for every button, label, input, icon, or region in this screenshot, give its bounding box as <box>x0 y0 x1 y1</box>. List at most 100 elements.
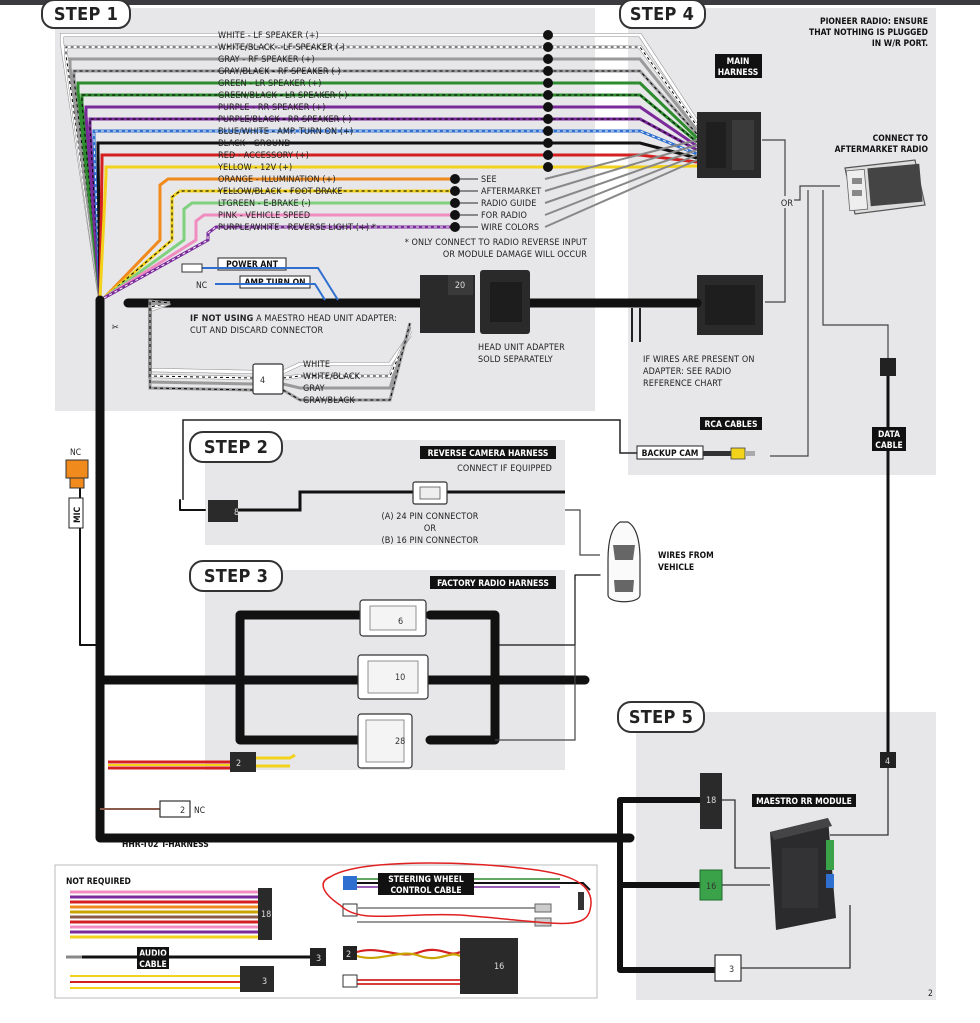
connector-6: 6 <box>359 599 427 637</box>
pioneer-note-line1: PIONEER RADIO: ENSURE <box>820 17 928 27</box>
svg-text:STEP 3: STEP 3 <box>204 566 268 587</box>
top-strip <box>0 0 980 5</box>
module-wires <box>722 768 889 969</box>
step1-badge: STEP 1 <box>41 0 131 29</box>
amp-turn-on-label: AMP TURN ON <box>239 275 311 289</box>
gray-connector-wire <box>460 139 698 180</box>
wire-end-dot <box>450 174 460 184</box>
wire-label: PURPLE/WHITE - REVERSE LIGHT (+) * <box>218 223 376 233</box>
data-cable-label: DATA CABLE <box>872 427 906 451</box>
speaker-wire <box>68 57 699 299</box>
wire-label: PURPLE/BLACK - RR SPEAKER (-) <box>218 115 352 125</box>
vehicle-label-line1: WIRES FROM <box>658 551 714 561</box>
step3-badge: STEP 3 <box>189 560 283 592</box>
svg-text:2: 2 <box>236 759 241 769</box>
svg-text:MAIN: MAIN <box>727 57 750 67</box>
wire-end-dot <box>543 162 553 172</box>
wire-label: GREEN/BLACK - LR SPEAKER (-) <box>218 91 348 101</box>
main-harness-label: MAIN HARNESS <box>715 54 762 78</box>
factory-radio-title: FACTORY RADIO HARNESS <box>430 576 556 589</box>
wire-label: WHITE/BLACK - LF SPEAKER (-) <box>218 43 345 53</box>
maestro-module <box>770 818 836 930</box>
reverse-camera-subtitle: CONNECT IF EQUIPPED <box>457 464 552 474</box>
reverse-camera-title: REVERSE CAMERA HARNESS <box>420 446 556 459</box>
wire-label: GREEN - LR SPEAKER (+) <box>218 79 322 89</box>
connector-16-not-required: 16 <box>460 938 518 994</box>
nc-label: NC <box>196 281 207 291</box>
step3-to-vehicle-line <box>495 580 576 741</box>
wire-label: YELLOW - 12V (+) <box>217 163 292 173</box>
svg-text:18: 18 <box>706 796 716 806</box>
rca-wire <box>282 322 412 402</box>
svg-text:CONTROL CABLE: CONTROL CABLE <box>390 886 461 896</box>
head-unit-adapter-line1: HEAD UNIT ADAPTER <box>478 343 565 353</box>
mic-connector <box>65 459 89 489</box>
or-bracket <box>762 139 786 303</box>
head-unit-adapter-line2: SOLD SEPARATELY <box>478 355 553 365</box>
or-label: OR <box>781 199 793 209</box>
other-wire-stripe <box>103 226 455 299</box>
rca-wire-label: WHITE <box>303 360 330 370</box>
speaker-wire <box>72 69 699 299</box>
see-guide-note: SEE <box>481 175 497 185</box>
svg-text:POWER ANT: POWER ANT <box>226 260 279 270</box>
twisted-red <box>356 948 461 956</box>
svg-text:RCA CABLES: RCA CABLES <box>704 420 757 430</box>
reverse-note-line2: OR MODULE DAMAGE WILL OCCUR <box>443 250 587 260</box>
speaker-wire-stripe <box>65 46 698 299</box>
not-required-wires <box>70 890 258 939</box>
svg-text:CABLE: CABLE <box>875 441 902 451</box>
speaker-wire <box>96 141 698 299</box>
connector-2-power: 2 <box>230 752 256 772</box>
scissors-icon: ✂ <box>112 323 119 333</box>
svg-text:3: 3 <box>729 965 734 975</box>
page-number: 2 <box>928 989 933 999</box>
wire-end-dot <box>543 138 553 148</box>
wire-end-dot <box>543 30 553 40</box>
connector-8: 8 <box>208 500 239 522</box>
other-wire-group <box>102 139 698 300</box>
wire-end-dot <box>450 210 460 220</box>
red-power-wire <box>108 760 230 770</box>
other-wire-stripe <box>103 190 455 299</box>
rca-wire-label: WHITE/BLACK <box>303 372 361 382</box>
wire-end-dot <box>543 90 553 100</box>
nc-mic-label: NC <box>70 448 81 458</box>
t-harness-cables <box>79 295 718 973</box>
svg-text:28: 28 <box>395 737 405 747</box>
gray-connector-wire <box>460 159 698 228</box>
step2-badge: STEP 2 <box>189 431 283 463</box>
connector-3-small: 3 <box>240 966 274 992</box>
vehicle-icon <box>607 521 641 603</box>
other-wire <box>103 213 455 300</box>
wire-label: GRAY - RF SPEAKER (+) <box>218 55 315 65</box>
twisted-yellow <box>356 952 461 960</box>
reverse-camera-wire <box>238 490 565 512</box>
plug-white-small <box>342 974 358 988</box>
backup-cam-wire <box>182 419 637 500</box>
gray-connector-wire <box>460 149 698 204</box>
backup-cam-label: BACKUP CAM <box>636 445 704 460</box>
svg-text:6: 6 <box>398 617 403 627</box>
speaker-wire-stripe <box>81 94 698 299</box>
gray-connector-wire <box>460 144 698 192</box>
connector-3-audio: 3 <box>310 948 326 966</box>
nc-connector-label: NC <box>194 806 205 816</box>
pin-option-or: OR <box>424 524 436 534</box>
step1-panel <box>55 8 595 411</box>
power-ant-wire <box>185 267 339 301</box>
wires-present-line1: IF WIRES ARE PRESENT ON <box>643 355 755 365</box>
see-guide-note: RADIO GUIDE <box>481 199 536 209</box>
wire-label: ORANGE - ILLUMINATION (+) <box>218 175 336 185</box>
svg-text:MAESTRO RR MODULE: MAESTRO RR MODULE <box>756 797 852 807</box>
step5-badge: STEP 5 <box>617 701 705 733</box>
wire-end-dot <box>543 102 553 112</box>
wire-label: LTGREEN - E-BRAKE (-) <box>218 199 311 209</box>
gray-connector-wire <box>460 154 698 216</box>
svg-text:3: 3 <box>316 954 321 964</box>
pin-option-a: (A) 24 PIN CONNECTOR <box>381 512 478 522</box>
see-guide-note: WIRE COLORS <box>481 223 539 233</box>
svg-text:3: 3 <box>262 977 267 987</box>
other-wire <box>102 177 455 300</box>
